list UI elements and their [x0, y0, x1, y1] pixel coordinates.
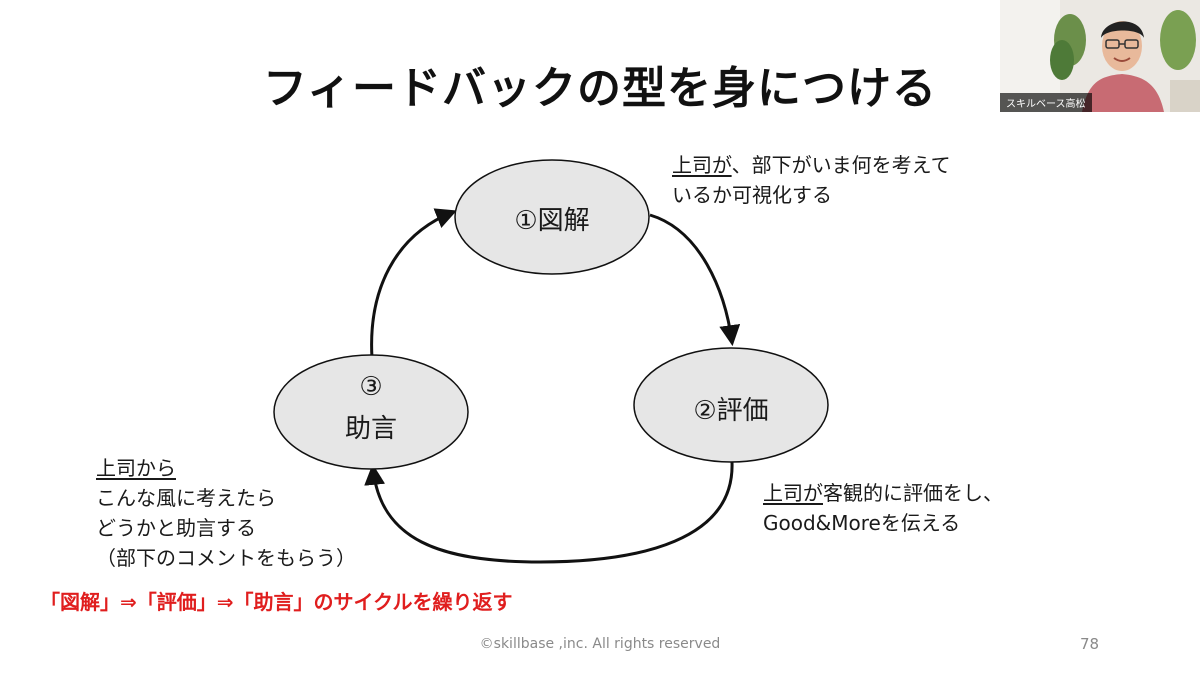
copyright-footer: ©skillbase ,inc. All rights reserved [479, 636, 721, 652]
arrow-advice-to-diagram [370, 208, 457, 359]
node-advice-number: ③ [359, 372, 383, 402]
arrow-evaluation-to-advice [364, 461, 734, 564]
webcam-tile[interactable]: スキルベース高松 [1000, 0, 1200, 112]
arrow-diagram-to-evaluation [649, 213, 741, 347]
webcam-participant-name: スキルベース高松 [1000, 93, 1092, 112]
cycle-summary: 「図解」⇒「評価」⇒「助言」のサイクルを繰り返す [40, 590, 513, 614]
note-advice-line3: どうかと助言する [96, 516, 256, 540]
note-diagram-line2: いるか可視化する [672, 183, 832, 207]
note-evaluation-underlined: 上司が [763, 481, 823, 505]
note-evaluation-line2: Good&Moreを伝える [763, 511, 961, 535]
note-advice-underlined: 上司から [96, 456, 176, 480]
node-advice-label: 助言 [344, 414, 397, 444]
node-diagram-label: ①図解 [514, 206, 590, 236]
page-number: 78 [1080, 635, 1100, 653]
note-advice-line2: こんな風に考えたら [96, 486, 276, 510]
note-evaluation-line1-rest: 客観的に評価をし、 [823, 481, 1003, 505]
note-evaluation: 上司が客観的に評価をし、 Good&Moreを伝える [763, 478, 1003, 538]
slide-title: フィードバックの型を身につける [262, 63, 938, 114]
webcam-video-feed [1000, 0, 1200, 112]
note-advice-line4: （部下のコメントをもらう） [96, 546, 356, 570]
node-advice [273, 354, 469, 470]
node-diagram [454, 159, 650, 275]
node-evaluation [633, 347, 829, 463]
note-diagram-underlined: 上司が [672, 153, 732, 177]
note-advice: 上司から こんな風に考えたら どうかと助言する （部下のコメントをもらう） [96, 453, 356, 573]
node-evaluation-label: ②評価 [693, 396, 769, 426]
note-diagram-line1-rest: 、部下がいま何を考えて [731, 153, 951, 177]
note-diagram: 上司が、部下がいま何を考えて いるか可視化する [672, 150, 951, 210]
